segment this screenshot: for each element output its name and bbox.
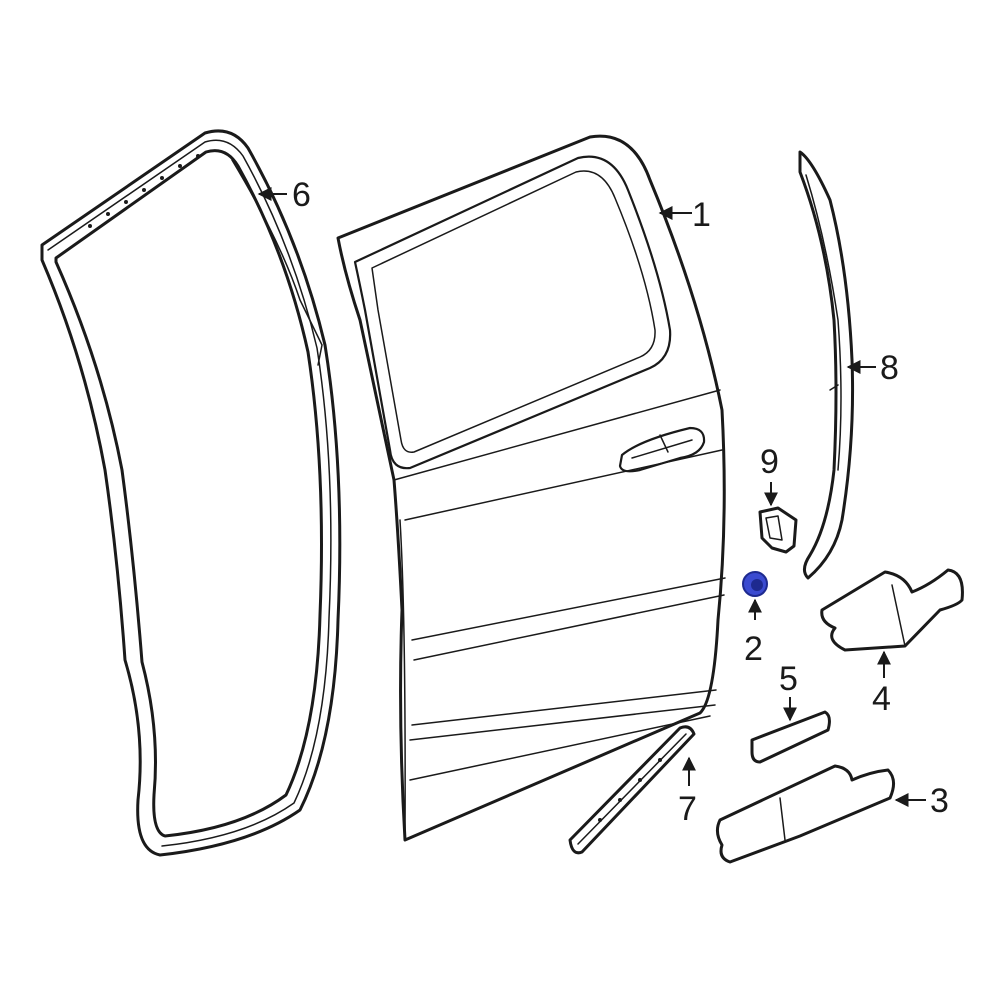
callout-2: 2: [744, 630, 763, 668]
callout-5: 5: [779, 660, 798, 698]
callout-4: 4: [872, 680, 891, 718]
callout-8: 8: [880, 349, 899, 387]
callout-6: 6: [292, 176, 311, 214]
callout-9: 9: [760, 443, 779, 481]
part-2-grommet: 2: [742, 571, 768, 668]
callout-7: 7: [678, 790, 697, 828]
part-1-door-shell: 1: [336, 134, 726, 842]
callout-1: 1: [692, 196, 711, 234]
part-3-pad: 3: [715, 764, 949, 864]
door-handle: [618, 426, 706, 473]
part-8-trim-strip: 8: [798, 150, 899, 580]
part-4-pad: 4: [820, 568, 964, 718]
part-6-weatherstrip: 6: [40, 129, 342, 857]
part-7-sill-strip: 7: [568, 725, 697, 855]
part-5-small-pad: 5: [750, 660, 831, 764]
part-9-bracket: 9: [758, 443, 798, 554]
seal-clip-dots: [88, 154, 200, 228]
callout-3: 3: [930, 782, 949, 820]
sill-clip-dots: [598, 758, 662, 822]
